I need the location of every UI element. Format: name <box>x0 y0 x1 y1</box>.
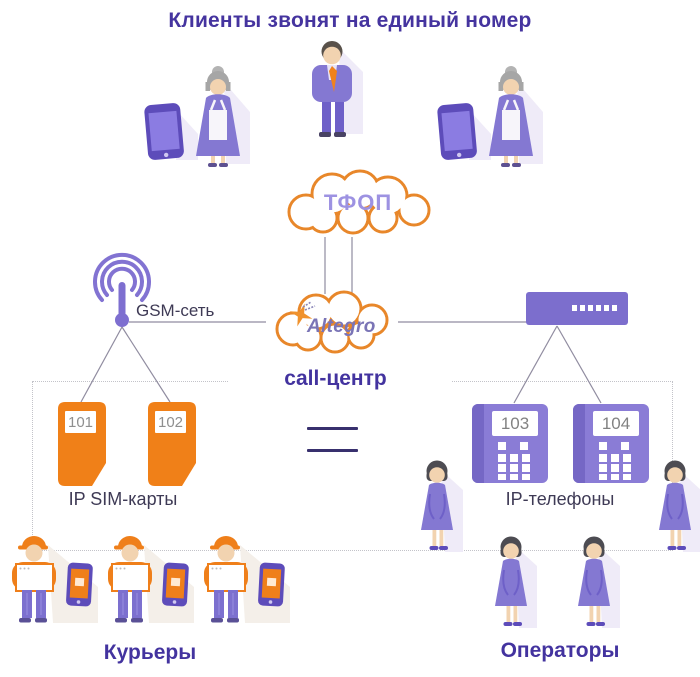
courier-smartphone-icon <box>66 562 93 607</box>
pstn-label: ТФОП <box>323 190 393 215</box>
callcenter-cloud-icon: Altegro <box>263 289 405 359</box>
dotted-frame-top-left <box>32 381 228 382</box>
callcenter-caption: call-центр <box>284 367 387 390</box>
sim-card-icon: 101 <box>58 402 106 486</box>
gsm-antenna-icon <box>93 252 151 327</box>
client-smartphone-icon <box>144 103 184 160</box>
sim-cards-label: IP SIM-карты <box>68 489 178 509</box>
operator-icon <box>421 460 463 552</box>
courier-icon <box>204 536 290 623</box>
courier-smartphone-icon <box>162 562 189 607</box>
ip-phone-icon: 104 <box>573 404 649 483</box>
pstn-cloud-icon: ТФОП <box>268 166 448 240</box>
grandma-client-icon <box>144 66 250 167</box>
altegro-brand: Altegro <box>307 316 376 337</box>
man-client-icon <box>312 41 363 137</box>
page-title: Клиенты звонят на единый номер <box>168 9 532 32</box>
courier-smartphone-icon <box>258 562 285 607</box>
ip-phones-label: IP-телефоны <box>505 489 615 509</box>
dotted-frame-bottom <box>32 550 673 551</box>
operators-label: Операторы <box>500 639 620 662</box>
phone-number-display: 104 <box>593 411 639 436</box>
courier-icon <box>108 536 194 623</box>
phone-number-display: 103 <box>492 411 538 436</box>
sim-card-icon: 102 <box>148 402 196 486</box>
couriers-label: Курьеры <box>103 641 197 664</box>
courier-icon <box>12 536 98 623</box>
operator-icon <box>659 460 700 552</box>
ip-phone-icon: 103 <box>472 404 548 483</box>
router-icon <box>526 292 628 325</box>
altegro-star-icon <box>289 301 316 327</box>
client-smartphone-icon <box>437 103 477 160</box>
sim-number: 102 <box>155 411 186 433</box>
dotted-frame-top-right <box>452 381 673 382</box>
operator-icon <box>495 536 537 628</box>
sim-number: 101 <box>65 411 96 433</box>
operator-icon <box>578 536 620 628</box>
grandma-client-icon <box>437 66 543 167</box>
dotted-frame-left <box>32 381 33 551</box>
gsm-network-label: GSM-сеть <box>136 301 215 320</box>
